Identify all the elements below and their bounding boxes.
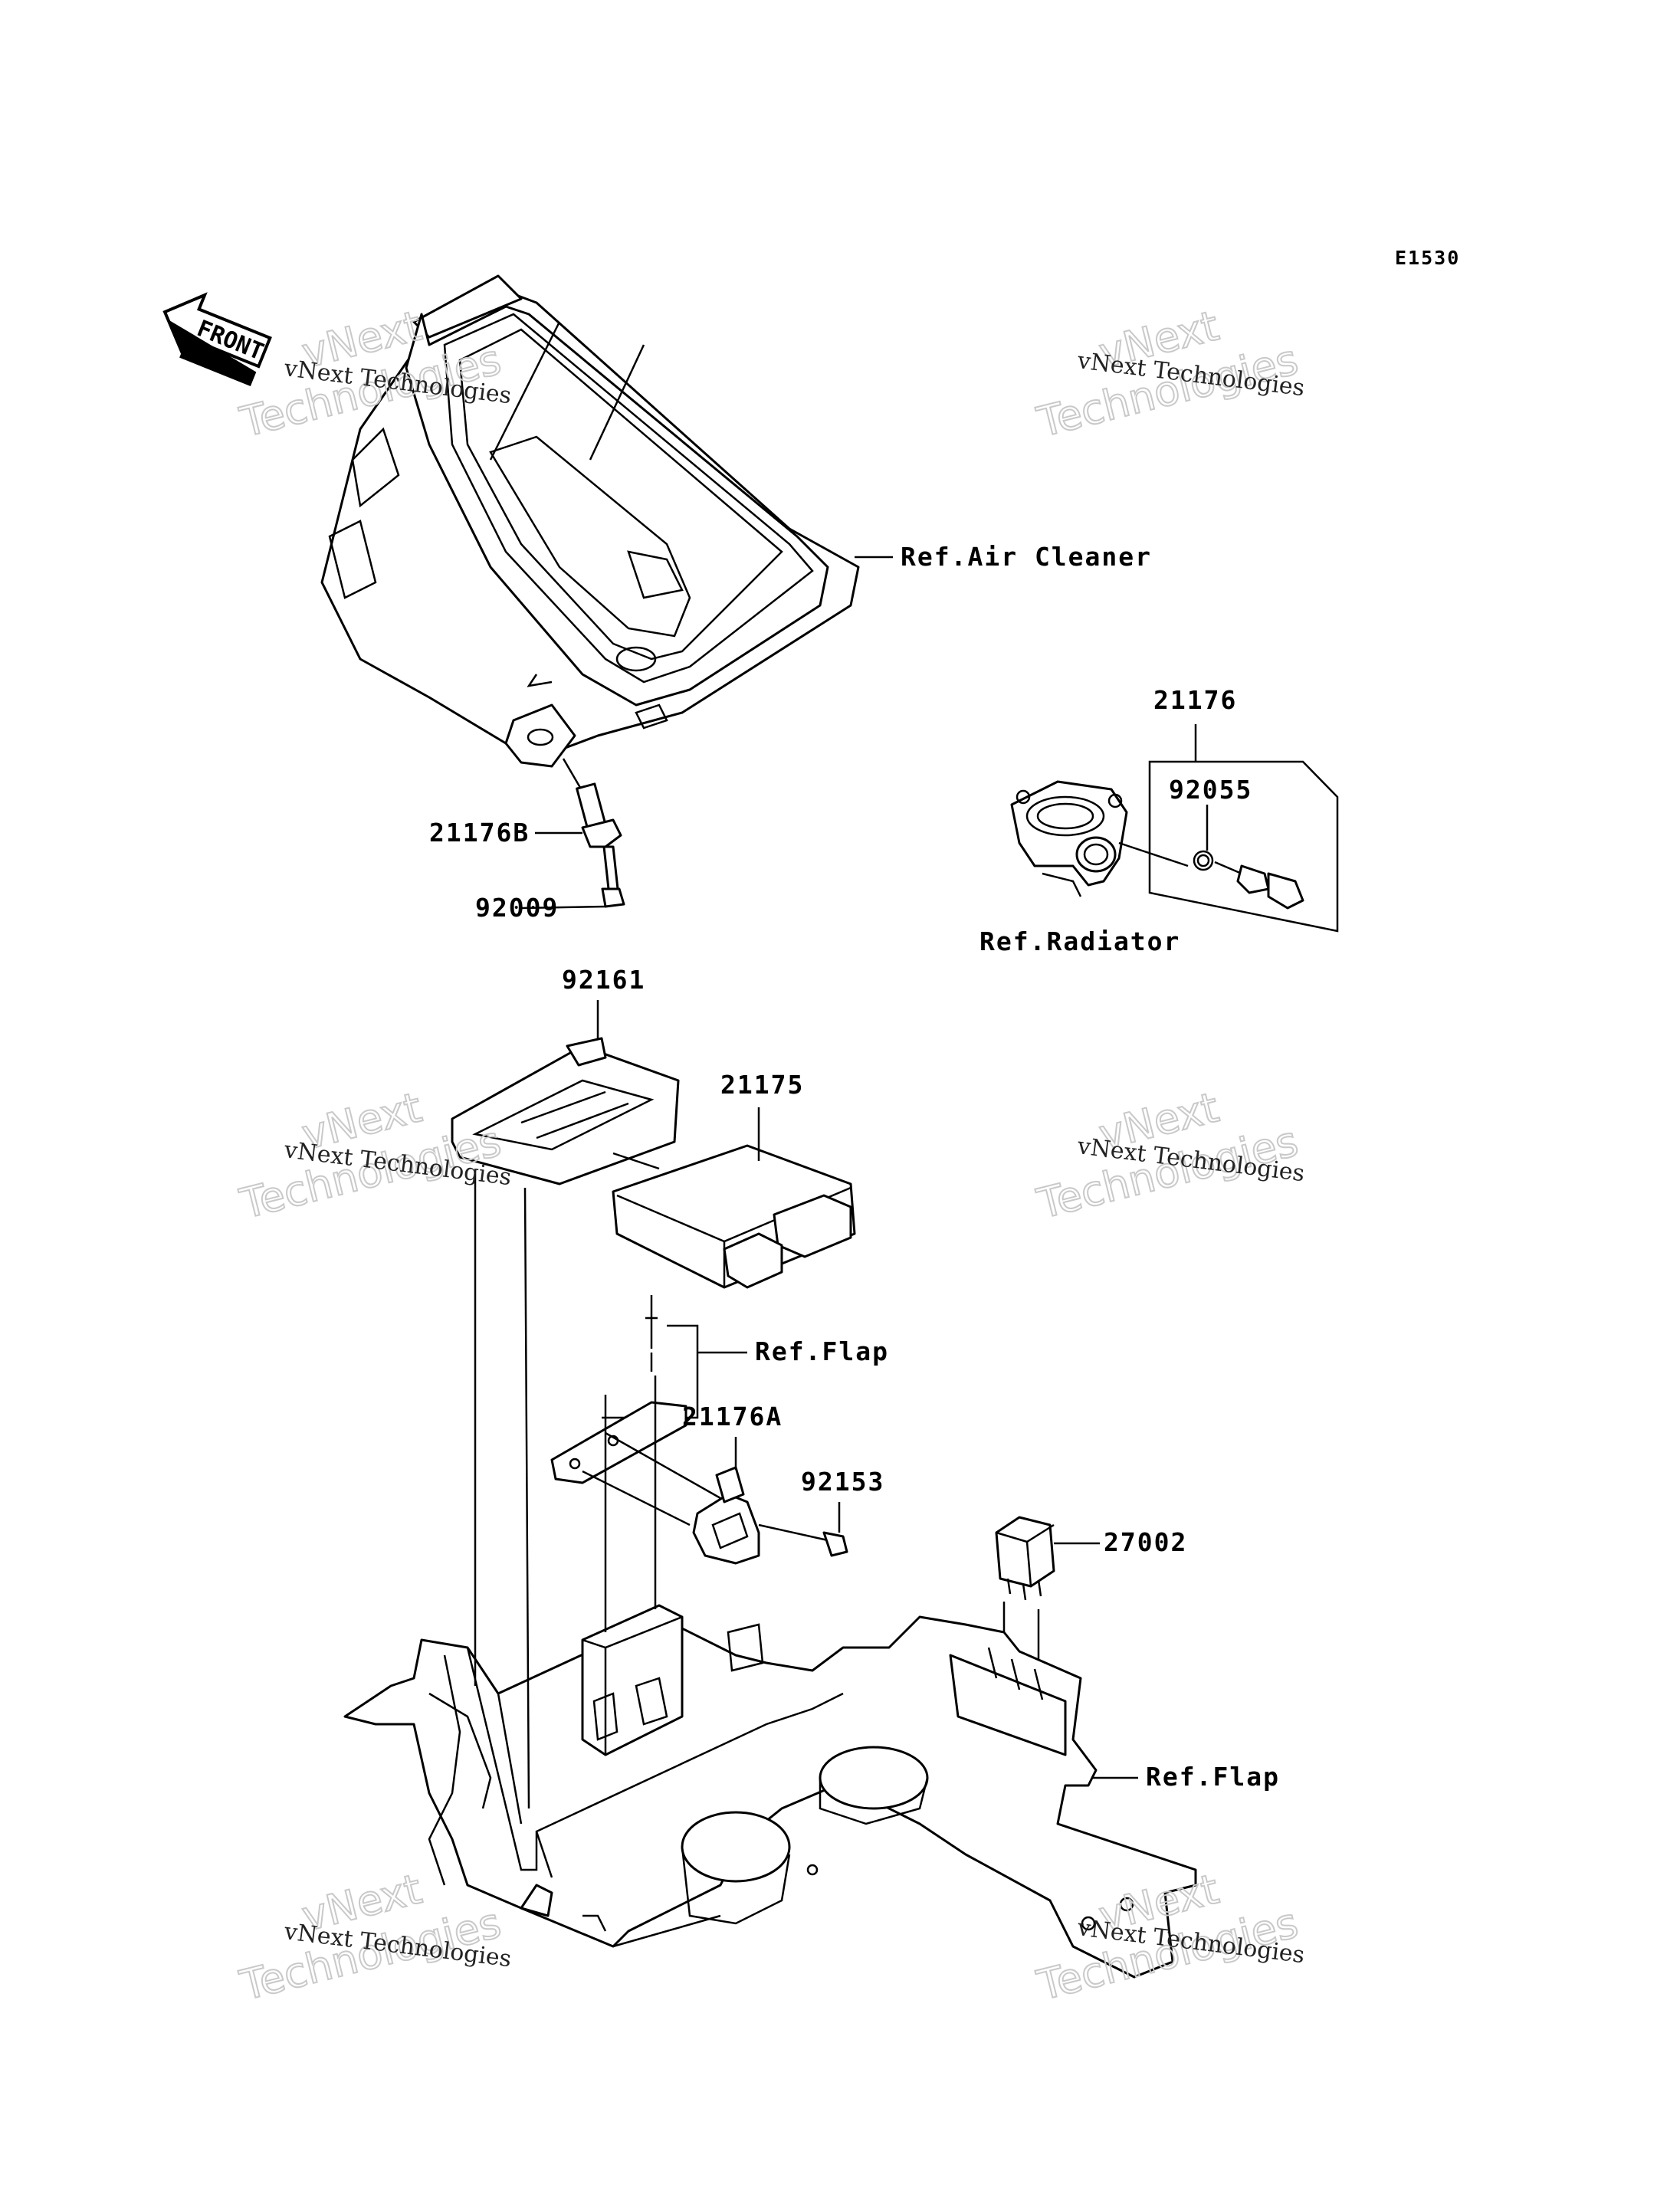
sensor-21176a (692, 1466, 760, 1565)
frame-flap-base (343, 1604, 1197, 1979)
label-ref-radiator: Ref.Radiator (979, 926, 1180, 956)
label-ref-air-cleaner: Ref.Air Cleaner (901, 542, 1152, 572)
relay-27002 (995, 1516, 1055, 1601)
watermark-mid-right: vNext Technologies vNext Technologies (1032, 1082, 1306, 1229)
sensor-bracket (550, 1401, 687, 1484)
sensor-21176b (562, 758, 625, 908)
bracket-92161 (451, 1037, 680, 1185)
label-21175: 21175 (720, 1070, 804, 1100)
diagram-code: E1530 (1395, 247, 1460, 269)
watermark-top-right: vNext Technologies vNext Technologies (1032, 300, 1306, 448)
label-21176: 21176 (1153, 685, 1237, 715)
label-21176b: 21176B (429, 818, 530, 848)
watermark-bottom-right: vNext Technologies vNext Technologies (1032, 1864, 1306, 2011)
label-ref-flap-1: Ref.Flap (755, 1336, 889, 1366)
o-ring-92055 (1193, 850, 1214, 871)
label-92161: 92161 (562, 965, 645, 995)
label-21176a: 21176A (682, 1402, 783, 1431)
front-arrow-icon: FRONT (162, 292, 272, 387)
clip-pins (645, 1295, 658, 1372)
ecu-21175 (612, 1144, 856, 1289)
label-92009: 92009 (475, 893, 559, 923)
radiator-thermostat-housing (1010, 780, 1128, 897)
watermark-mid-left: vNext Technologies vNext Technologies (235, 1082, 513, 1229)
label-27002: 27002 (1104, 1527, 1187, 1557)
air-cleaner-housing (320, 274, 860, 768)
temperature-sensor-21176 (1214, 861, 1304, 910)
label-ref-flap-2: Ref.Flap (1146, 1762, 1280, 1792)
label-92055: 92055 (1169, 775, 1252, 805)
label-92153: 92153 (801, 1467, 884, 1497)
bolt-92153 (822, 1531, 848, 1557)
